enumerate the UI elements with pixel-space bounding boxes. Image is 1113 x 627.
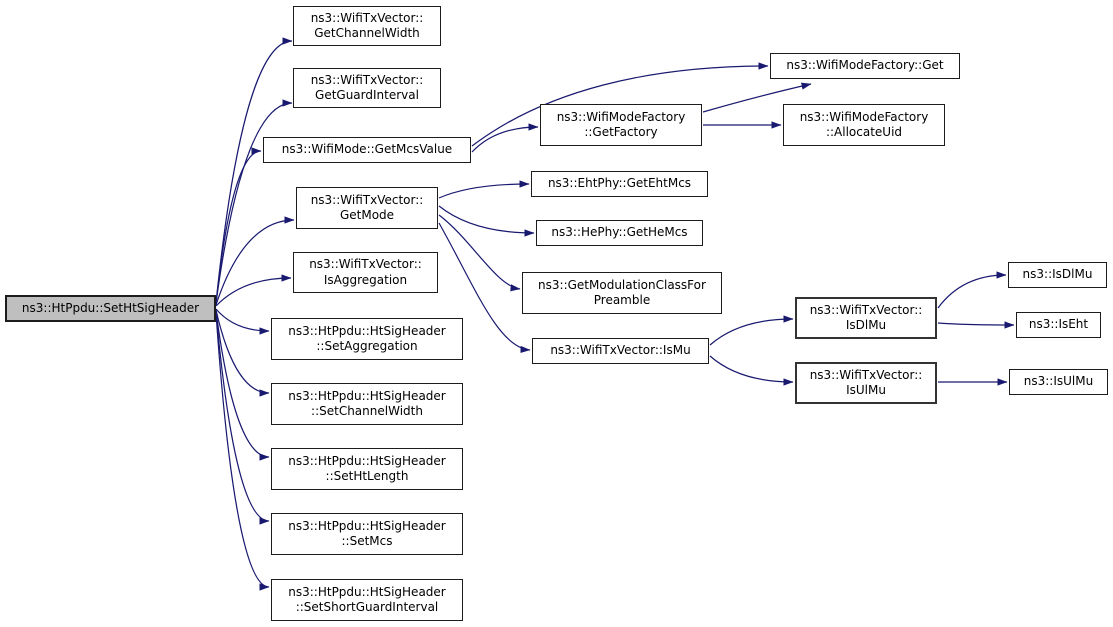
graph-node-isMu[interactable]: ns3::WifiTxVector::IsMu xyxy=(532,338,709,364)
graph-node-label: ns3::WifiTxVector:: GetMode xyxy=(310,192,424,222)
edge-main-to-setAggregation xyxy=(215,308,270,335)
edge-main-to-setMcs xyxy=(215,311,270,525)
graph-node-label: ns3::WifiModeFactory::Get xyxy=(786,58,944,73)
graph-node-label: ns3::HtPpdu::HtSigHeader ::SetShortGuard… xyxy=(288,584,446,614)
graph-node-getChannelWidth[interactable]: ns3::WifiTxVector:: GetChannelWidth xyxy=(293,6,441,46)
graph-node-setAggregation[interactable]: ns3::HtPpdu::HtSigHeader ::SetAggregatio… xyxy=(271,318,463,360)
graph-node-label: ns3::WifiTxVector:: IsDlMu xyxy=(809,302,923,332)
edge-main-to-setChannelWidth xyxy=(215,309,270,397)
graph-node-label: ns3::GetModulationClassFor Preamble xyxy=(538,277,706,307)
graph-node-getGuardInterval[interactable]: ns3::WifiTxVector:: GetGuardInterval xyxy=(293,68,441,108)
graph-node-txIsDlMu[interactable]: ns3::WifiTxVector:: IsDlMu xyxy=(795,297,937,339)
graph-node-setShortGuardInterval[interactable]: ns3::HtPpdu::HtSigHeader ::SetShortGuard… xyxy=(271,579,463,621)
graph-node-setHtLength[interactable]: ns3::HtPpdu::HtSigHeader ::SetHtLength xyxy=(271,448,463,490)
graph-node-nsIsDlMu[interactable]: ns3::IsDlMu xyxy=(1008,262,1107,288)
graph-node-getFactory[interactable]: ns3::WifiModeFactory ::GetFactory xyxy=(540,104,702,146)
edge-isMu-to-txIsDlMu xyxy=(709,315,794,346)
graph-node-setChannelWidth[interactable]: ns3::HtPpdu::HtSigHeader ::SetChannelWid… xyxy=(271,383,463,425)
edge-txIsDlMu-to-nsIsDlMu xyxy=(937,271,1007,309)
graph-node-isAggregation[interactable]: ns3::WifiTxVector:: IsAggregation xyxy=(293,252,438,293)
graph-node-label: ns3::EhtPhy::GetEhtMcs xyxy=(547,176,692,191)
graph-node-label: ns3::HtPpdu::HtSigHeader ::SetMcs xyxy=(288,518,446,548)
edge-main-to-getGuardInterval xyxy=(215,99,293,304)
graph-node-label: ns3::WifiTxVector:: IsUlMu xyxy=(809,367,923,397)
graph-node-label: ns3::WifiTxVector::IsMu xyxy=(550,343,691,358)
graph-node-label: ns3::HtPpdu::HtSigHeader ::SetHtLength xyxy=(288,453,446,483)
graph-node-label: ns3::WifiMode::GetMcsValue xyxy=(281,142,453,157)
graph-node-label: ns3::WifiModeFactory ::AllocateUid xyxy=(799,109,929,139)
graph-node-label: ns3::WifiModeFactory ::GetFactory xyxy=(556,109,686,139)
edge-getMode-to-getModClass xyxy=(438,214,521,292)
graph-node-label: ns3::WifiTxVector:: IsAggregation xyxy=(309,257,422,287)
graph-node-label: ns3::HtPpdu::HtSigHeader ::SetAggregatio… xyxy=(288,323,446,353)
graph-node-nsIsUlMu[interactable]: ns3::IsUlMu xyxy=(1009,369,1108,395)
edge-getMode-to-getEhtMcs xyxy=(438,180,530,199)
graph-node-getMcsValue[interactable]: ns3::WifiMode::GetMcsValue xyxy=(263,137,471,163)
graph-node-allocateUid[interactable]: ns3::WifiModeFactory ::AllocateUid xyxy=(783,104,945,146)
edge-txIsDlMu-to-nsIsEht xyxy=(937,321,1015,329)
graph-node-label: ns3::HtPpdu::HtSigHeader ::SetChannelWid… xyxy=(288,388,446,418)
graph-node-label: ns3::IsUlMu xyxy=(1023,374,1094,389)
graph-node-label: ns3::HtPpdu::SetHtSigHeader xyxy=(21,300,200,315)
graph-node-getModClass[interactable]: ns3::GetModulationClassFor Preamble xyxy=(522,272,722,314)
graph-node-getHeMcs[interactable]: ns3::HePhy::GetHeMcs xyxy=(536,220,703,246)
graph-node-main[interactable]: ns3::HtPpdu::SetHtSigHeader xyxy=(5,295,216,322)
edge-isMu-to-txIsUlMu xyxy=(709,355,794,386)
edge-main-to-isAggregation xyxy=(215,274,292,307)
edge-main-to-getChannelWidth xyxy=(215,37,293,304)
graph-node-getMode[interactable]: ns3::WifiTxVector:: GetMode xyxy=(296,187,438,229)
graph-node-label: ns3::WifiTxVector:: GetGuardInterval xyxy=(310,72,424,102)
graph-node-label: ns3::IsEht xyxy=(1028,317,1089,332)
edge-getMode-to-getHeMcs xyxy=(438,205,535,237)
edge-getMcsValue-to-getFactory xyxy=(471,123,539,153)
graph-node-label: ns3::IsDlMu xyxy=(1022,267,1093,282)
graph-node-label: ns3::HePhy::GetHeMcs xyxy=(551,225,688,240)
graph-node-label: ns3::WifiTxVector:: GetChannelWidth xyxy=(310,10,424,40)
graph-node-setMcs[interactable]: ns3::HtPpdu::HtSigHeader ::SetMcs xyxy=(271,513,463,555)
graph-node-txIsUlMu[interactable]: ns3::WifiTxVector:: IsUlMu xyxy=(795,362,937,404)
graph-node-wmfGet[interactable]: ns3::WifiModeFactory::Get xyxy=(770,53,960,79)
graph-node-getEhtMcs[interactable]: ns3::EhtPhy::GetEhtMcs xyxy=(531,171,708,197)
edge-main-to-setShortGuardInterval xyxy=(215,312,270,591)
edge-main-to-getMcsValue xyxy=(215,147,262,305)
edge-main-to-getMode xyxy=(215,216,295,306)
graph-node-nsIsEht[interactable]: ns3::IsEht xyxy=(1016,312,1101,338)
edge-main-to-setHtLength xyxy=(215,310,270,461)
